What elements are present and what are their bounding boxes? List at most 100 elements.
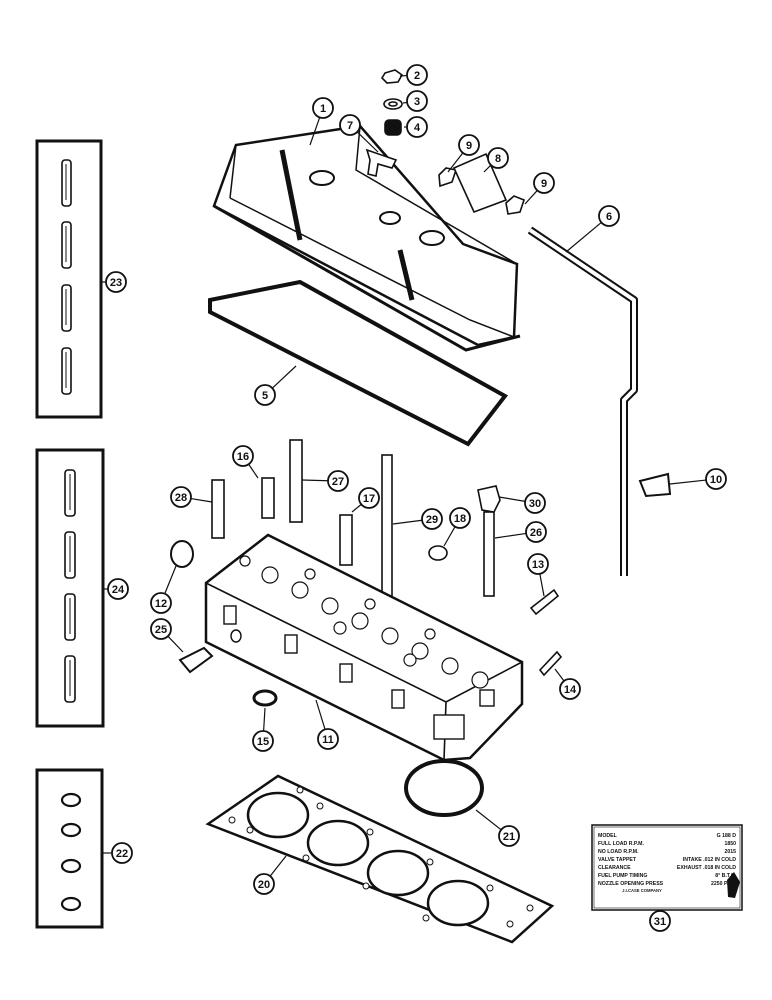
callout-number: 15 <box>257 736 269 748</box>
callout-number: 18 <box>454 513 466 525</box>
callout-circle <box>252 730 274 752</box>
callout-number: 5 <box>262 390 268 402</box>
small-parts-top <box>365 69 525 215</box>
callout-15: 15 <box>252 730 274 752</box>
callout-13: 13 <box>527 553 549 575</box>
plate-row-value: 2015 <box>724 849 736 855</box>
callout-16: 16 <box>232 445 254 467</box>
plate-row-label: VALVE TAPPET <box>598 857 637 863</box>
callout-number: 4 <box>414 122 421 134</box>
kit-box-24 <box>35 448 105 728</box>
callout-1: 1 <box>312 97 334 119</box>
leader-line <box>447 152 464 173</box>
leader-line <box>164 565 177 594</box>
callout-11: 11 <box>317 728 339 750</box>
leader-line <box>443 526 456 547</box>
callout-circle <box>111 842 133 864</box>
callout-number: 24 <box>112 584 125 596</box>
callout-circle <box>107 578 129 600</box>
callout-circle <box>105 271 127 293</box>
plate-row-value: 8° B.T.C. <box>715 873 736 879</box>
callout-circle <box>525 521 547 543</box>
plate-row-value: 2250 P.S.I. <box>711 881 737 887</box>
callout-28: 28 <box>170 486 192 508</box>
callout-number: 2 <box>414 70 420 82</box>
callout-number: 28 <box>175 492 187 504</box>
callout-number: 20 <box>258 879 270 891</box>
callout-circle <box>312 97 334 119</box>
callout-number: 22 <box>116 848 128 860</box>
leader-line <box>524 190 538 205</box>
plate-row-label: NO LOAD R.P.M. <box>598 849 639 855</box>
head-gasket <box>205 774 555 944</box>
callout-5: 5 <box>254 384 276 406</box>
callout-number: 3 <box>414 96 420 108</box>
callout-number: 9 <box>466 140 472 152</box>
callout-circle <box>598 205 620 227</box>
callout-9: 9 <box>458 134 480 156</box>
callout-circle <box>232 445 254 467</box>
callout-circle <box>150 618 172 640</box>
callout-number: 12 <box>155 598 167 610</box>
leader-line <box>301 479 329 482</box>
callout-8: 8 <box>487 147 509 169</box>
callout-number: 29 <box>426 514 438 526</box>
breather-tube <box>527 226 638 576</box>
leader-line <box>494 532 527 539</box>
callout-circle <box>317 728 339 750</box>
callout-circle <box>358 487 380 509</box>
callout-21: 21 <box>498 825 520 847</box>
callout-number: 25 <box>155 624 167 636</box>
callout-number: 11 <box>322 734 334 746</box>
leader-line <box>565 221 602 253</box>
leader-line <box>309 117 321 146</box>
callout-25: 25 <box>150 618 172 640</box>
callout-29: 29 <box>421 508 443 530</box>
callout-17: 17 <box>358 487 380 509</box>
leader-line <box>392 519 423 525</box>
callout-6: 6 <box>598 205 620 227</box>
callout-circle <box>170 486 192 508</box>
leader-line <box>315 699 326 730</box>
callout-circle <box>253 873 275 895</box>
callout-number: 9 <box>541 178 547 190</box>
plate-company: J.I.CASE COMPANY <box>622 888 662 893</box>
callout-number: 26 <box>530 527 542 539</box>
callout-number: 16 <box>237 451 249 463</box>
callout-number: 8 <box>495 153 501 165</box>
callout-9: 9 <box>533 172 555 194</box>
callout-circle <box>524 492 546 514</box>
callout-circle <box>406 116 428 138</box>
callout-7: 7 <box>339 114 361 136</box>
plate-row-label: CLEARANCE <box>598 865 631 871</box>
callout-circle <box>559 678 581 700</box>
callout-labels: 1234567899101112131415161718202122232425… <box>105 64 727 932</box>
callout-circle <box>487 147 509 169</box>
callout-circle <box>527 553 549 575</box>
kit-box-23 <box>35 139 103 419</box>
callout-number: 17 <box>363 493 375 505</box>
callout-10: 10 <box>705 468 727 490</box>
kit-box-22 <box>35 768 104 929</box>
leader-line <box>498 496 526 502</box>
callout-circle <box>339 114 361 136</box>
plate-row-value: G 188 D <box>717 833 737 839</box>
callout-circle <box>449 507 471 529</box>
callout-2: 2 <box>406 64 428 86</box>
callout-circle <box>327 470 349 492</box>
callout-circle <box>406 64 428 86</box>
valve-cover <box>212 124 521 352</box>
callout-3: 3 <box>406 90 428 112</box>
plate-row-label: NOZZLE OPENING PRESS <box>598 881 664 887</box>
leader-line <box>248 463 259 479</box>
plate-row-label: MODEL <box>598 833 618 839</box>
leader-line <box>271 365 297 389</box>
callout-14: 14 <box>559 678 581 700</box>
callout-20: 20 <box>253 873 275 895</box>
leader-line <box>167 635 184 653</box>
callout-24: 24 <box>107 578 129 600</box>
callout-circle <box>150 592 172 614</box>
callout-number: 7 <box>347 120 353 132</box>
callout-circle <box>421 508 443 530</box>
leader-line <box>669 479 707 485</box>
